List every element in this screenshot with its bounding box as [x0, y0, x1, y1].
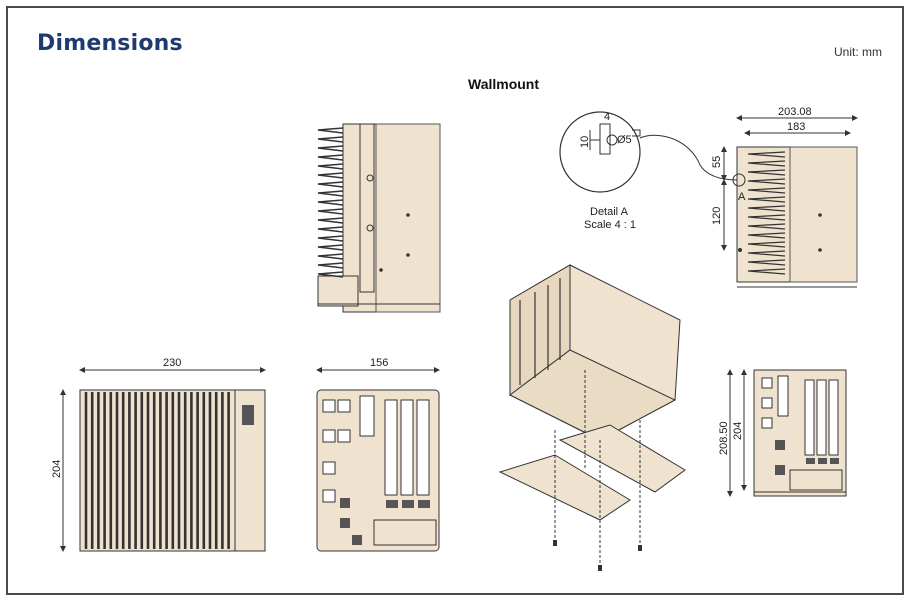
- heatsink-fin: [317, 271, 344, 278]
- heatsink-fin: [317, 208, 344, 215]
- dim-side-upper-height: 55: [711, 156, 723, 168]
- heatsink-fin: [747, 196, 786, 203]
- heatsink-fin: [747, 241, 786, 248]
- heatsink-fin: [747, 205, 786, 212]
- heatsink-fin: [317, 136, 344, 143]
- dim-front-width: 156: [370, 357, 388, 369]
- heatsink-fin: [747, 160, 786, 167]
- dim-top-width: 230: [163, 357, 181, 369]
- detail-scale: Scale 4 : 1: [584, 219, 636, 231]
- heatsink-fin: [747, 151, 786, 158]
- page-title: Dimensions: [37, 31, 183, 56]
- unit-label: Unit: mm: [834, 45, 882, 59]
- heatsink-fin: [317, 190, 344, 197]
- detail-label: Detail A: [590, 206, 629, 218]
- heatsink-fin: [747, 268, 786, 275]
- heatsink-fin: [747, 250, 786, 257]
- heatsink-fin: [317, 145, 344, 152]
- heatsink-fin: [317, 199, 344, 206]
- dim-rear-height-total: 208.50: [718, 421, 730, 455]
- dim-side-lower-height: 120: [711, 207, 723, 225]
- heatsink-fin: [317, 253, 344, 260]
- heatsink-fin: [317, 181, 344, 188]
- top-view: 230 204: [51, 357, 266, 552]
- heatsink-fin: [747, 178, 786, 185]
- detail-a-view: 4 10 Ø5 Detail A Scale 4 : 1: [559, 111, 739, 231]
- dim-side-body-width: 183: [787, 121, 805, 133]
- side-view-right: 203.08 183 55 120 A: [711, 106, 858, 288]
- heatsink-fin: [747, 223, 786, 230]
- side-view-left: [317, 123, 441, 313]
- isometric-view: [498, 264, 686, 571]
- heatsink-fin: [317, 217, 344, 224]
- detail-dim-width: 4: [604, 111, 610, 123]
- heatsink-fin: [747, 232, 786, 239]
- heatsink-fin: [317, 154, 344, 161]
- heatsink-fin: [317, 163, 344, 170]
- detail-dim-hole: Ø5: [617, 134, 632, 146]
- dim-side-total-width: 203.08: [778, 106, 812, 118]
- front-view: 156: [316, 357, 440, 552]
- detail-dim-height: 10: [579, 136, 591, 148]
- heatsink-fin: [747, 259, 786, 266]
- heatsink-fin: [747, 169, 786, 176]
- heatsink-fin: [317, 127, 344, 134]
- drawing-frame: [6, 6, 904, 595]
- heatsink-fin: [317, 172, 344, 179]
- dim-top-depth: 204: [51, 460, 63, 478]
- heatsink-fin: [317, 244, 344, 251]
- detail-marker: A: [738, 191, 746, 203]
- rear-view: 208.50 204: [718, 369, 847, 497]
- section-subtitle: Wallmount: [468, 76, 540, 92]
- heatsink-fin: [317, 235, 344, 242]
- heatsink-fin: [747, 214, 786, 221]
- heatsink-fin: [317, 226, 344, 233]
- dim-rear-height-body: 204: [732, 422, 744, 440]
- heatsink-fin: [747, 187, 786, 194]
- heatsink-fin: [317, 262, 344, 269]
